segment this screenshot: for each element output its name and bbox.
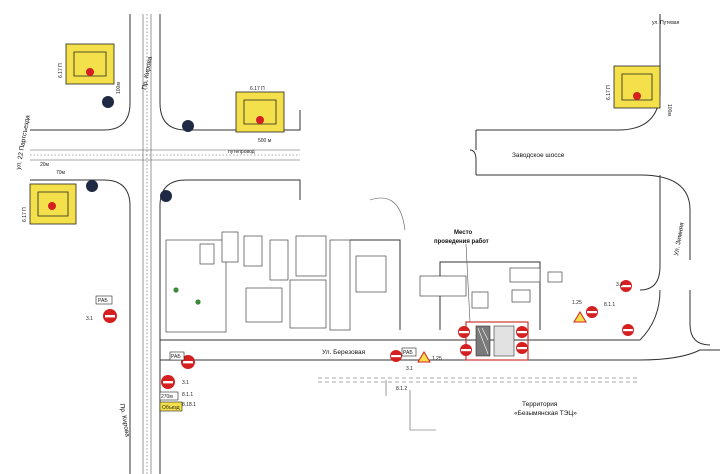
no-entry-sign-icon [620, 280, 632, 292]
sign-code-8: 1.25 [572, 300, 582, 306]
no-entry-sign-icon [622, 324, 634, 336]
distance-label-3: 100м [116, 82, 122, 94]
plate-2: 270м [159, 391, 179, 401]
direction-sign-icon [160, 190, 172, 202]
territory-label-line2: «Безымянская ТЭЦ» [514, 410, 577, 417]
sign-code-11: 1.25 [432, 356, 442, 362]
sign-code-13: 3.1 [616, 282, 623, 288]
no-entry-sign-icon [181, 355, 195, 369]
detour-sign-code-1: 6.17 П [58, 63, 64, 78]
plate-1: РАБ [95, 295, 113, 305]
street-label-zavodskoe: Заводское шоссе [512, 152, 565, 159]
work-site-label-line1: Место [454, 230, 472, 236]
sign-code-10: 8.18.1 [182, 402, 196, 408]
building-blocks [165, 231, 563, 333]
detour-sign-top-right: 6.17 П [606, 65, 661, 109]
street-label-kirova-bottom: Пр. Кирова [118, 403, 131, 438]
work-site-zone [465, 321, 529, 361]
distance-label-1: 500 м [258, 138, 272, 144]
plate-3: РАБ [169, 351, 185, 361]
work-site-label-line2: проведения работ [434, 238, 489, 245]
detour-legend-box: Объезд [159, 401, 183, 412]
detour-sign-left: 6.17 П [22, 183, 77, 225]
sign-code-14: 8.1.2 [396, 386, 407, 392]
sign-code-6: 3.1 [182, 380, 189, 386]
plate-2-text: 270м [161, 394, 173, 400]
direction-signs [86, 96, 194, 202]
no-entry-sign-icon [516, 326, 528, 338]
plate-1-text: РАБ [98, 298, 108, 304]
no-entry-sign-icon [161, 375, 175, 389]
no-entry-sign-icon [458, 326, 470, 338]
roadworks-warning-icon [417, 351, 431, 363]
detour-sign-top-center: 6.17 П [235, 86, 285, 133]
sign-code-9: 8.1.1 [604, 302, 615, 308]
no-entry-sign-icon [390, 350, 402, 362]
detour-sign-code-3: 6.17 П [22, 207, 28, 222]
sign-code-5: 3.1 [86, 316, 93, 322]
street-label-zimnaya: Ул. Зимняя [673, 221, 686, 256]
detour-sign-code-2: 6.17 П [250, 86, 265, 92]
street-label-putevaya: ул. Путевая [652, 20, 680, 26]
street-label-partizan: ул. 22 Партсъезда [15, 114, 32, 170]
plate-3-text: РАБ [171, 354, 181, 360]
distance-label-4: 70м [56, 170, 66, 176]
prohibition-signs [103, 280, 634, 389]
direction-sign-icon [86, 180, 98, 192]
roadworks-signs [417, 311, 587, 363]
no-entry-sign-icon [516, 342, 528, 354]
detour-legend-title: Объезд [162, 405, 180, 411]
direction-sign-icon [182, 120, 194, 132]
street-label-overpass: путепровод [228, 149, 255, 155]
work-site-pointer [465, 243, 471, 323]
plate-4-text: РАБ [403, 350, 413, 356]
direction-sign-icon [102, 96, 114, 108]
distance-label-2: 20м [40, 162, 50, 168]
roadworks-warning-icon [573, 311, 587, 323]
street-label-berezovaya: Ул. Березовая [322, 349, 366, 356]
detour-sign-code-4: 6.17 П [606, 85, 612, 100]
no-entry-sign-icon [103, 309, 117, 323]
territory-label-line1: Территория [522, 401, 558, 408]
detour-sign-top-left: 6.17 П [58, 43, 115, 85]
distance-label-5: 100м [666, 104, 672, 116]
no-entry-sign-icon [586, 306, 598, 318]
plate-4: РАБ [401, 347, 417, 357]
no-entry-sign-icon [460, 344, 472, 356]
sign-code-7: 3.1 [406, 366, 413, 372]
sign-code-12: 8.1.1 [182, 392, 193, 398]
